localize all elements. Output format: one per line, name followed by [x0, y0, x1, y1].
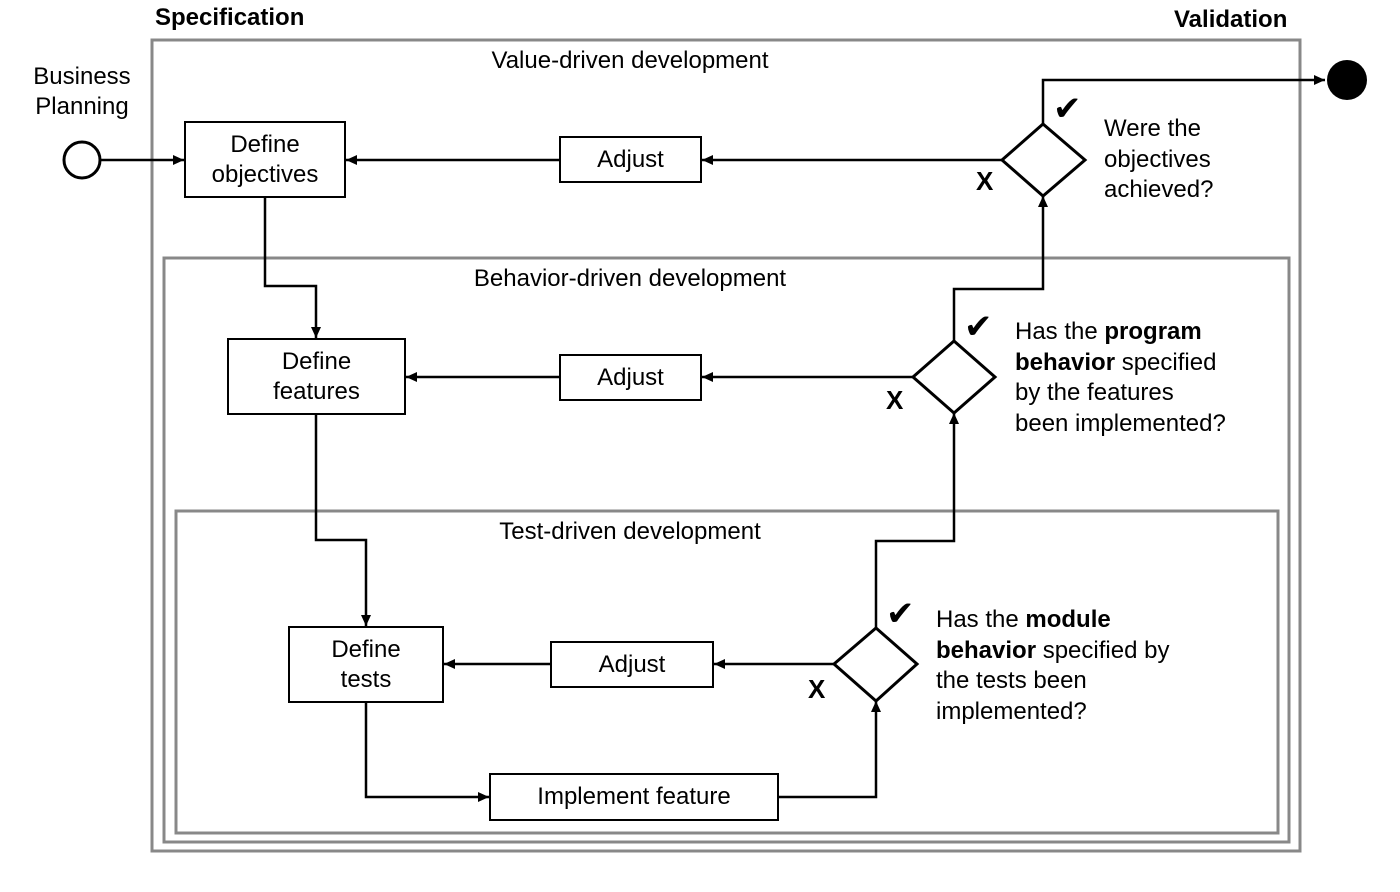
define-tests-line1: Define	[331, 635, 401, 663]
test-question-bold-behavior: behavior	[936, 636, 1037, 664]
edge-features-to-tests	[314, 415, 371, 626]
define-objectives-line2: objectives	[211, 160, 319, 188]
value-question-line1: Were the	[1104, 115, 1201, 142]
frame-title-behavior: Behavior-driven development	[473, 265, 787, 292]
behavior-question-line4: been implemented?	[1015, 409, 1226, 437]
header-specification: Specification	[155, 4, 305, 31]
no-mark-value: X	[976, 166, 994, 196]
behavior-question-line2: behavior specified	[1015, 348, 1226, 379]
edge-test-decision-to-behavior-decision	[874, 413, 959, 628]
edge-objectives-to-features	[263, 198, 321, 338]
edge-value-decision-to-end	[1041, 75, 1325, 124]
define-features-line2: features	[273, 377, 360, 405]
define-features-line1: Define	[281, 347, 352, 375]
frame-value-driven	[150, 38, 1302, 853]
edge-implement-to-test-decision	[779, 701, 881, 799]
frame-test-driven	[174, 509, 1280, 835]
test-question-line1: Has the module	[936, 605, 1169, 636]
start-node	[62, 140, 102, 180]
test-question-post: specified by	[1036, 636, 1170, 664]
behavior-question-line3: by the features	[1015, 379, 1174, 406]
start-label-line1: Business	[33, 63, 131, 90]
adjust-value-box: Adjust	[559, 136, 702, 183]
implement-feature-box: Implement feature	[489, 773, 779, 821]
test-question-line2: behavior specified by	[936, 636, 1169, 667]
check-icon-value: ✔	[1053, 90, 1082, 128]
value-question-line3: achieved?	[1104, 176, 1214, 203]
test-question-bold-module: module	[1025, 606, 1111, 633]
frame-title-test: Test-driven development	[499, 518, 761, 545]
decision-diamond-behavior	[910, 339, 998, 415]
behavior-question-post: specified	[1115, 348, 1217, 376]
decision-diamond-test	[831, 626, 920, 704]
edge-tests-to-implement	[364, 703, 489, 802]
header-validation: Validation	[1174, 6, 1288, 33]
no-mark-test: X	[808, 674, 826, 704]
behavior-question-bold-program: program	[1104, 318, 1202, 345]
edge-behavior-decision-to-value-decision	[952, 196, 1048, 341]
define-tests-line2: tests	[340, 665, 392, 693]
define-objectives-line1: Define	[230, 130, 300, 158]
decision-question-test: Has the module behavior specified by the…	[936, 605, 1169, 727]
define-objectives-box: Define objectives	[184, 121, 346, 198]
no-mark-behavior: X	[886, 385, 904, 415]
behavior-question-bold-behavior: behavior	[1015, 348, 1116, 376]
adjust-behavior-box: Adjust	[559, 354, 702, 401]
test-question-pre: Has the	[936, 606, 1026, 633]
test-question-line4: implemented?	[936, 697, 1087, 725]
end-node	[1327, 60, 1367, 100]
decision-question-behavior: Has the program behavior specified by th…	[1015, 317, 1226, 439]
adjust-test-box: Adjust	[550, 641, 714, 688]
test-question-line3: the tests been	[936, 667, 1087, 694]
frame-title-value: Value-driven development	[491, 47, 769, 74]
value-question-line2: objectives	[1104, 145, 1211, 173]
start-label-line2: Planning	[35, 93, 129, 120]
behavior-question-line1: Has the program	[1015, 317, 1226, 348]
frame-behavior-driven	[162, 256, 1291, 844]
check-icon-test: ✔	[886, 595, 915, 633]
start-label: Business Planning	[22, 62, 142, 122]
decision-diamond-value	[999, 122, 1088, 198]
define-features-box: Define features	[227, 338, 406, 415]
behavior-question-pre: Has the	[1015, 318, 1105, 345]
define-tests-box: Define tests	[288, 626, 444, 703]
decision-question-value: Were the objectives achieved?	[1104, 114, 1213, 206]
check-icon-behavior: ✔	[964, 308, 993, 346]
